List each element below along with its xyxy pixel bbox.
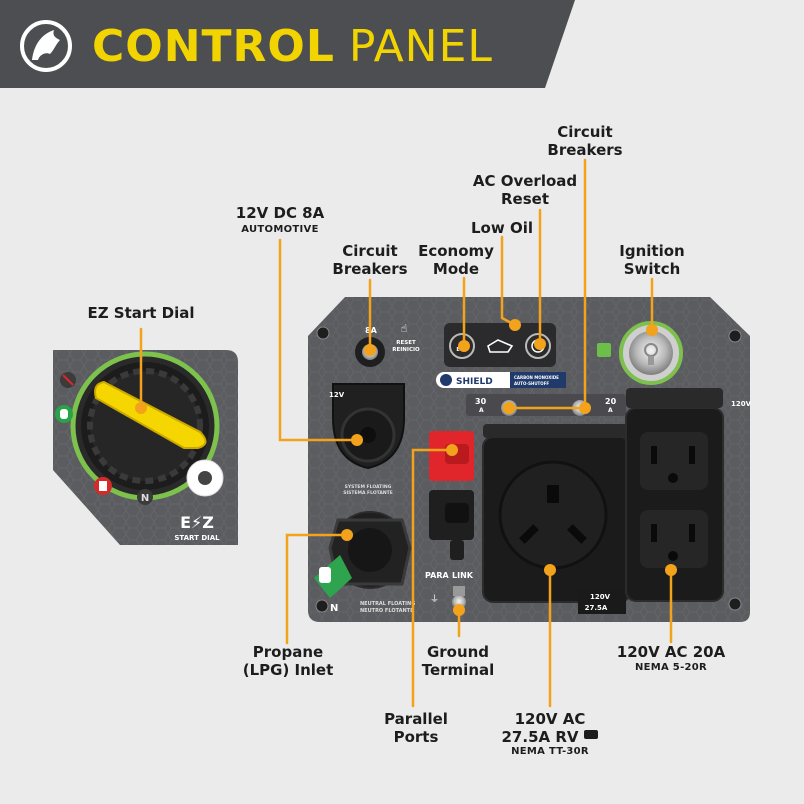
reset-label: RESET bbox=[396, 340, 416, 346]
callout-dc-title: 12V DC 8A bbox=[235, 204, 325, 222]
callout-ac20-sub: NEMA 5-20R bbox=[634, 662, 708, 673]
callout-dc-sub: AUTOMOTIVE bbox=[241, 224, 319, 235]
callout-breakers-top-2: Breakers bbox=[547, 141, 623, 159]
callout-low-oil: Low Oil bbox=[471, 219, 533, 237]
callout-lines bbox=[139, 158, 673, 708]
ground-symbol-icon: ⏚ bbox=[430, 594, 439, 605]
callout-economy-2: Mode bbox=[432, 260, 480, 278]
callout-propane-2: (LPG) Inlet bbox=[242, 661, 334, 679]
neutral-ground-icon: N bbox=[330, 603, 338, 614]
ignition-start-icon bbox=[597, 343, 611, 357]
rv-tt30r-outlet[interactable] bbox=[482, 424, 631, 603]
breaker-30-label: 30 bbox=[475, 397, 487, 406]
callout-parallel-1: Parallel bbox=[384, 710, 448, 728]
breaker-20-unit: A bbox=[608, 407, 613, 414]
neutral-floating-note-es: NEUTRO FLOTANTE bbox=[360, 608, 414, 614]
rv-rating-volts: 120V bbox=[590, 593, 611, 601]
rv-trailer-icon bbox=[584, 730, 598, 739]
paralink-brand-a: PARA bbox=[425, 571, 449, 580]
parallel-port-red[interactable] bbox=[429, 431, 474, 481]
parallel-port-black[interactable] bbox=[429, 490, 474, 560]
callout-ac-overload-2: Reset bbox=[501, 190, 549, 208]
callout-breakers-top-1: Circuit bbox=[557, 123, 613, 141]
callout-economy-1: Economy bbox=[418, 242, 494, 260]
breaker-30-unit: A bbox=[479, 407, 484, 414]
ignition-switch[interactable] bbox=[619, 321, 683, 385]
ez-start-badge: E⚡Z START DIAL bbox=[174, 513, 220, 542]
reset-hand-icon: ☝ bbox=[401, 322, 408, 335]
shield-text: SHIELD bbox=[456, 377, 493, 387]
callout-ground-2: Terminal bbox=[421, 661, 495, 679]
dc-socket-label: 12V bbox=[329, 391, 345, 399]
duplex-rating-label: 120V bbox=[731, 400, 752, 408]
dc-floating-note-es: SISTEMA FLOTANTE bbox=[343, 490, 393, 496]
breaker-20-label: 20 bbox=[605, 397, 617, 406]
neutral-icon bbox=[137, 489, 153, 505]
callout-rv-2: 27.5A RV bbox=[501, 728, 579, 746]
ez-start-dial-knob[interactable] bbox=[87, 368, 207, 484]
callout-ac20-title: 120V AC 20A bbox=[616, 643, 726, 661]
co-shield-badge: SHIELD CARBON MONOXIDE AUTO-SHUTOFF bbox=[436, 372, 566, 388]
neutral-floating-note: NEUTRAL FLOATING bbox=[360, 601, 415, 607]
rv-rating-amps: 27.5A bbox=[585, 604, 608, 612]
paralink-brand-b: LINK bbox=[452, 571, 474, 580]
callout-ez-start: EZ Start Dial bbox=[87, 304, 195, 322]
callout-ignition-1: Ignition bbox=[619, 242, 685, 260]
title-bold: CONTROL bbox=[92, 20, 335, 72]
callout-rv-sub: NEMA TT-30R bbox=[511, 746, 589, 757]
neutral-letter: N bbox=[141, 493, 149, 504]
callout-propane-1: Propane bbox=[252, 643, 324, 661]
page-title: CONTROL PANEL bbox=[92, 16, 493, 76]
title-light: PANEL bbox=[348, 20, 493, 72]
duplex-5-20r-outlet[interactable] bbox=[625, 388, 724, 602]
callout-ignition-2: Switch bbox=[623, 260, 681, 278]
panel-screws bbox=[315, 326, 742, 613]
callout-breakers-left-2: Breakers bbox=[332, 260, 408, 278]
callout-breakers-left-1: Circuit bbox=[342, 242, 398, 260]
dc-breaker-rating: 8A bbox=[365, 326, 378, 335]
callout-ac-overload-1: AC Overload bbox=[472, 172, 578, 190]
low-oil-indicator bbox=[487, 339, 514, 353]
dc-floating-note: SYSTEM FLOATING bbox=[345, 484, 392, 490]
dc-12v-socket[interactable] bbox=[332, 383, 405, 470]
ez-badge-sub: START DIAL bbox=[174, 534, 220, 542]
shield-desc-line2: AUTO-SHUTOFF bbox=[514, 381, 549, 386]
callout-dots bbox=[135, 319, 677, 616]
header-banner bbox=[0, 0, 575, 88]
callout-rv-1: 120V AC bbox=[514, 710, 586, 728]
reset-label-es: REINICIO bbox=[392, 347, 420, 353]
propane-badge-icon bbox=[314, 555, 352, 598]
ac-circuit-breakers[interactable] bbox=[466, 394, 626, 416]
shield-desc-line1: CARBON MONOXIDE bbox=[514, 375, 559, 380]
callout-parallel-2: Ports bbox=[393, 728, 439, 746]
callout-ground-1: Ground bbox=[426, 643, 490, 661]
indicator-strip bbox=[444, 323, 556, 367]
rv-rating-tag: 120V 27.5A bbox=[578, 588, 626, 614]
ez-badge-text: E⚡Z bbox=[180, 513, 214, 532]
champion-horse-head-icon bbox=[20, 20, 72, 72]
